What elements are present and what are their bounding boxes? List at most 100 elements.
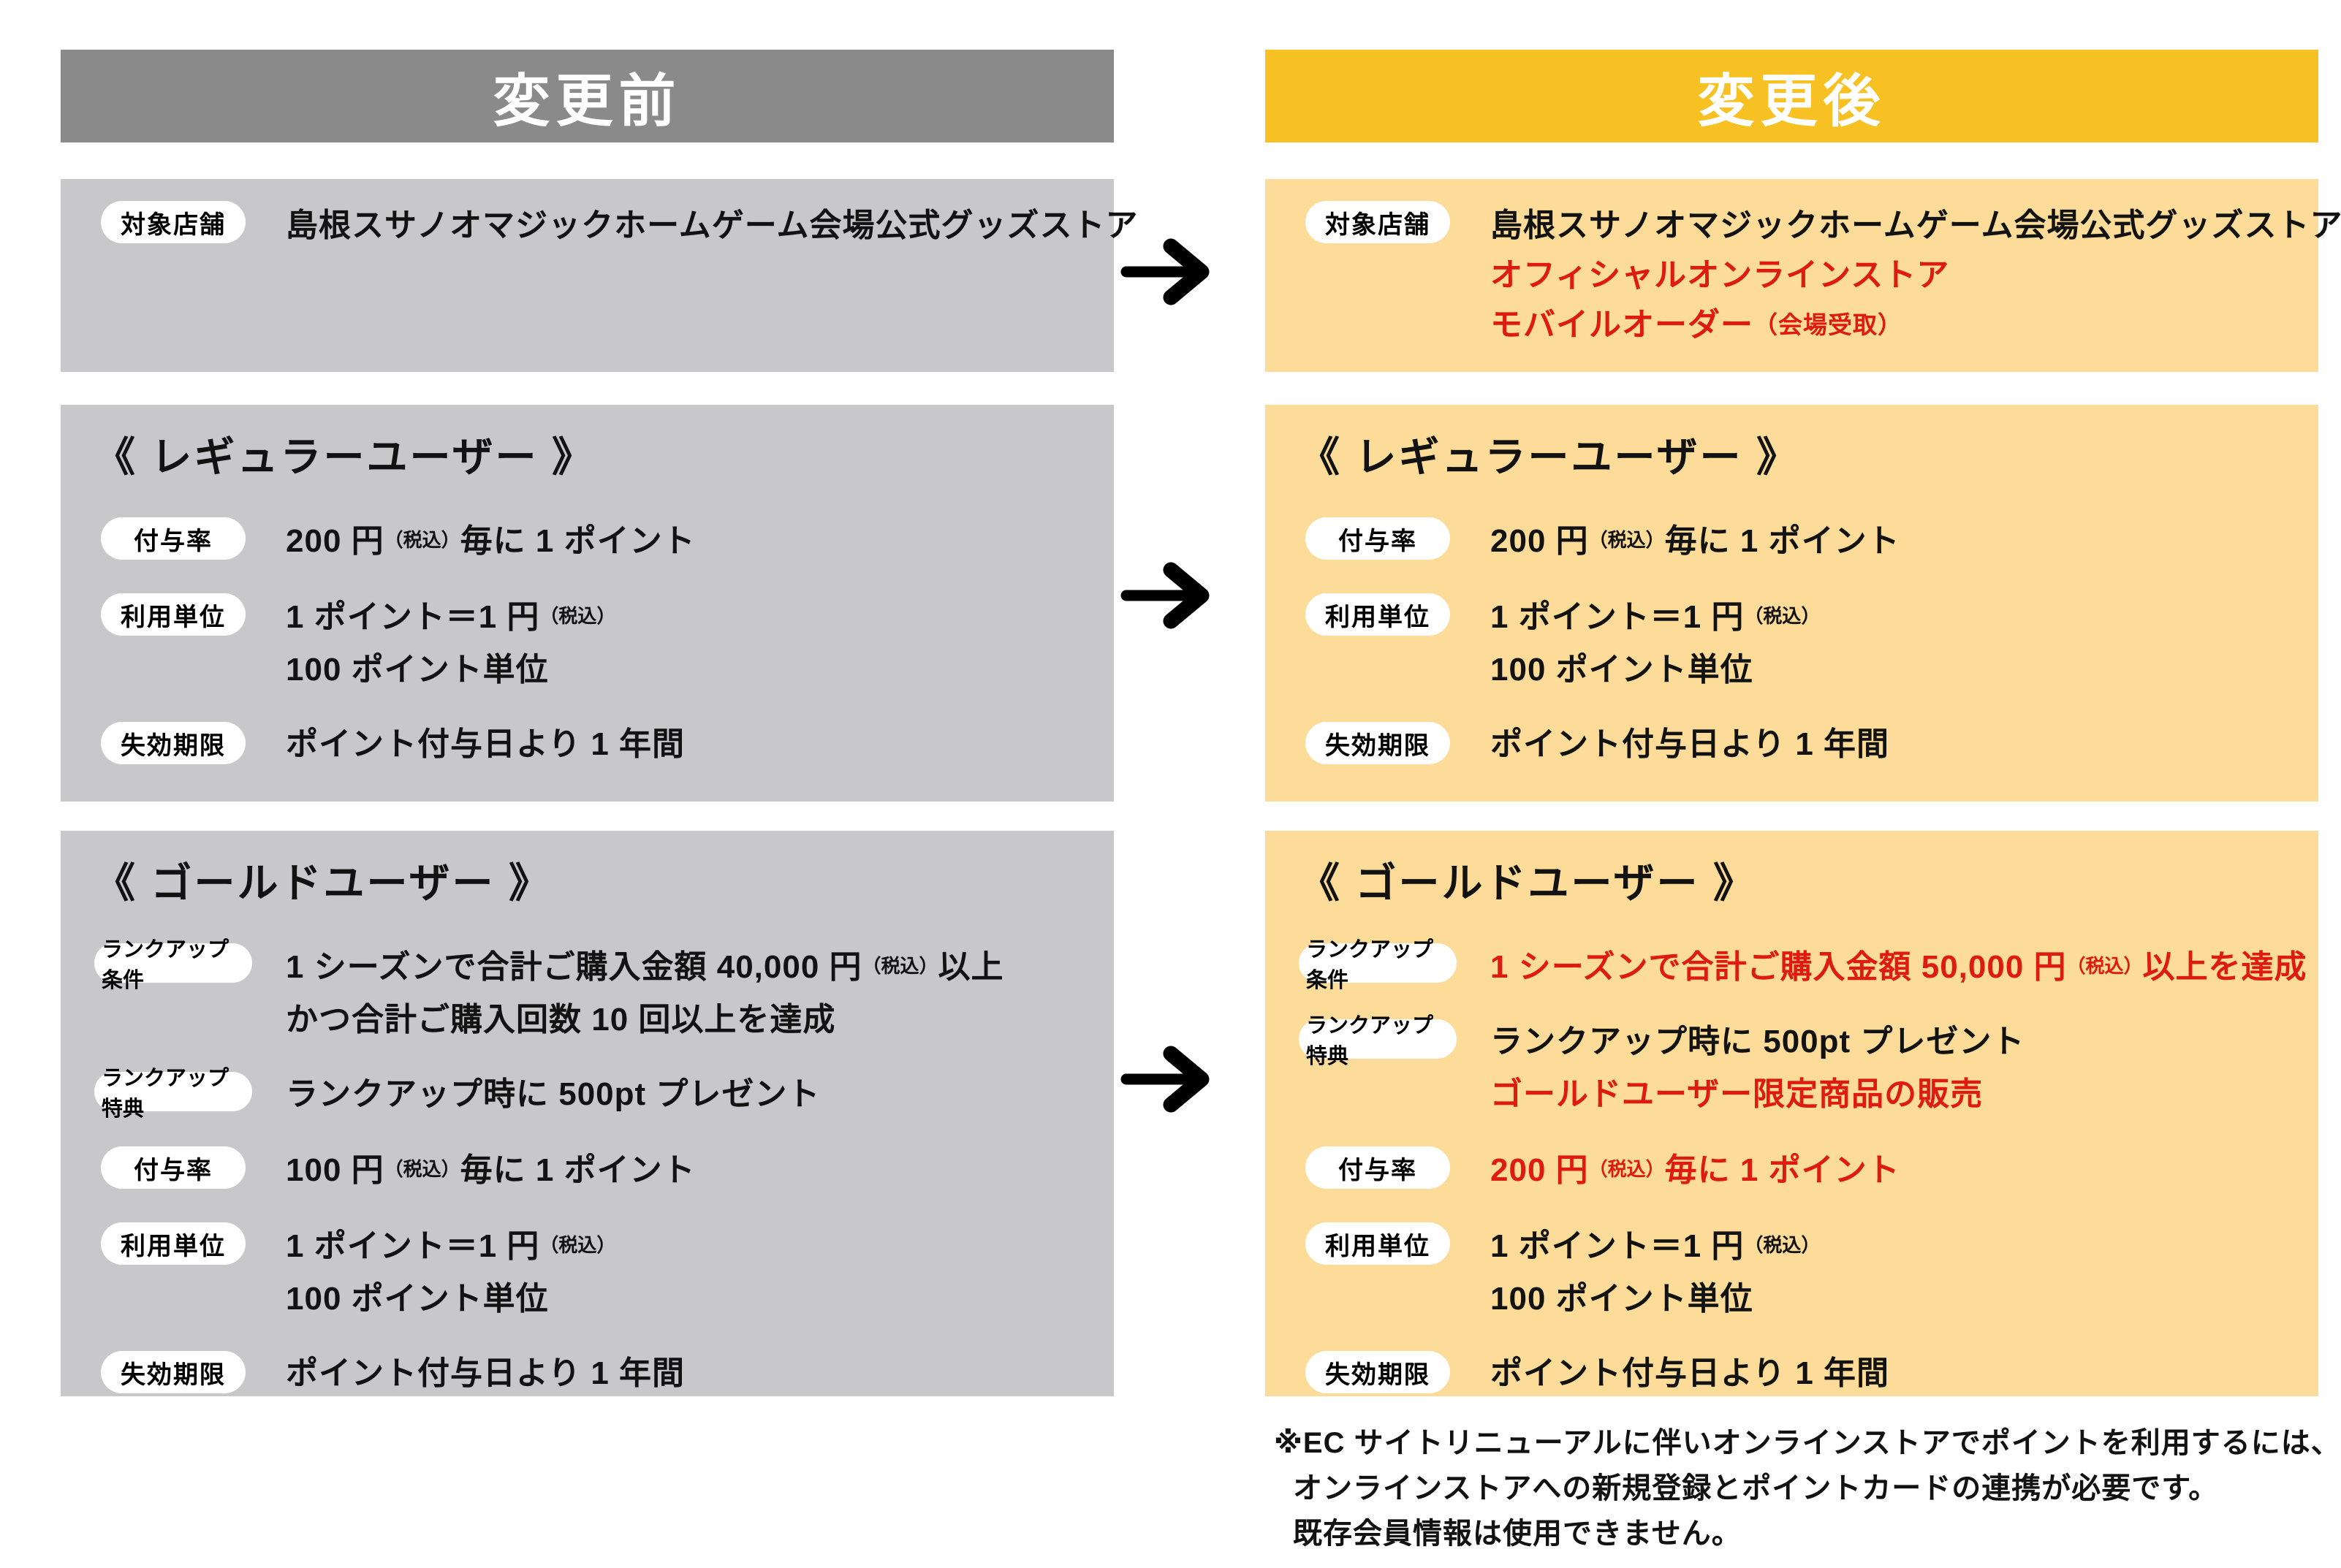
- text-segment: （税込）: [862, 955, 938, 977]
- text-line: 1 ポイント＝1 円（税込）: [286, 1222, 1080, 1269]
- right-arrow-icon: [1120, 1044, 1216, 1114]
- text-segment: 100 円: [286, 1152, 384, 1188]
- text-segment: ポイント付与日より 1 年間: [286, 1355, 686, 1391]
- row-lines: 1 ポイント＝1 円（税込） 100 ポイント単位: [286, 593, 1080, 693]
- label-badge: 利用単位: [101, 1222, 246, 1265]
- text-segment: （税込）: [539, 1234, 616, 1256]
- text-line: 200 円（税込）毎に 1 ポイント: [1490, 1146, 2285, 1193]
- text-segment: 1 ポイント＝1 円: [1490, 599, 1745, 635]
- text-segment: 200 円: [1490, 523, 1589, 559]
- label-badge: 付与率: [1305, 517, 1450, 560]
- section-title: 《 ゴールドユーザー 》: [1299, 860, 1756, 906]
- label-badge: 利用単位: [1305, 1222, 1450, 1265]
- label-badge: 付与率: [101, 1146, 246, 1189]
- text-segment: 1 ポイント＝1 円: [286, 1228, 540, 1264]
- row-lines: 200 円（税込）毎に 1 ポイント: [1490, 517, 2285, 564]
- text-line: 1 シーズンで合計ご購入金額 40,000 円（税込）以上: [286, 943, 1080, 990]
- section-title: 《 レギュラーユーザー 》: [1299, 434, 1799, 480]
- text-segment: ランクアップ時に 500pt プレゼント: [1490, 1024, 2025, 1059]
- badge-row: 失効期限ポイント付与日より 1 年間: [1299, 1351, 2285, 1396]
- row-lines: ポイント付与日より 1 年間: [1490, 1351, 2285, 1396]
- text-line: 200 円（税込）毎に 1 ポイント: [286, 517, 1080, 564]
- text-line: 100 ポイント単位: [286, 1276, 1080, 1322]
- text-line: 1 シーズンで合計ご購入金額 50,000 円（税込）以上を達成: [1490, 943, 2307, 990]
- row-lines: ポイント付与日より 1 年間: [286, 722, 1080, 767]
- badge-row: 失効期限ポイント付与日より 1 年間: [94, 722, 1080, 767]
- badge-row: 失効期限 ポイント付与日より 1 年間: [1299, 722, 2285, 767]
- text-segment: 毎に 1 ポイント: [1664, 1152, 1900, 1188]
- text-line: オフィシャルオンラインストア: [1490, 251, 2285, 300]
- text-segment: ポイント付与日より 1 年間: [1490, 1355, 1890, 1391]
- row-lines: ポイント付与日より 1 年間: [1490, 722, 2285, 767]
- badge-row: ランクアップ条件 1 シーズンで合計ご購入金額 40,000 円（税込）以上かつ合…: [94, 938, 1080, 1043]
- text-line: 100 ポイント単位: [286, 647, 1080, 693]
- text-segment: 1 ポイント＝1 円: [1490, 1228, 1745, 1264]
- text-segment: （税込）: [1744, 605, 1821, 627]
- row-lines: 1 シーズンで合計ご購入金額 50,000 円（税込）以上を達成: [1490, 943, 2307, 990]
- text-segment: 島根スサノオマジックホームゲーム会場公式グッズストア: [1490, 208, 2341, 243]
- text-segment: 200 円: [286, 523, 384, 559]
- text-segment: （税込）: [539, 605, 616, 627]
- text-line: 島根スサノオマジックホームゲーム会場公式グッズストア: [1490, 201, 2341, 251]
- badge-row: 利用単位 1 ポイント＝1 円（税込） 100 ポイント単位: [94, 1222, 1080, 1322]
- text-line: 島根スサノオマジックホームゲーム会場公式グッズストア: [286, 201, 1137, 251]
- label-badge: ランクアップ特典: [94, 1067, 252, 1121]
- row-lines: 200 円（税込）毎に 1 ポイント: [286, 517, 1080, 564]
- text-segment: 100 ポイント単位: [1490, 1281, 1753, 1317]
- text-segment: （税込）: [1588, 529, 1665, 551]
- text-line: ゴールドユーザー限定商品の販売: [1490, 1072, 2285, 1117]
- text-segment: 100 ポイント単位: [286, 652, 549, 688]
- footnote-line: ※EC サイトリニューアルに伴いオンラインストアでポイントを利用するには、: [1274, 1427, 2341, 1459]
- text-line: 1 ポイント＝1 円（税込）: [286, 593, 1080, 640]
- row-lines: 100 円（税込）毎に 1 ポイント: [286, 1146, 1080, 1193]
- footnote: ※EC サイトリニューアルに伴いオンラインストアでポイントを利用するには、 オン…: [1274, 1420, 2341, 1556]
- text-line: 1 ポイント＝1 円（税込）: [1490, 1222, 2285, 1269]
- text-line: ポイント付与日より 1 年間: [1490, 722, 2285, 767]
- text-segment: モバイルオーダー: [1490, 307, 1753, 343]
- label-badge: 付与率: [1305, 1146, 1450, 1189]
- label-badge: 失効期限: [101, 1351, 246, 1393]
- text-line: 100 ポイント単位: [1490, 1276, 2285, 1322]
- text-line: ポイント付与日より 1 年間: [286, 1351, 1080, 1396]
- row-lines: ランクアップ時に 500pt プレゼントゴールドユーザー限定商品の販売: [1490, 1019, 2285, 1117]
- before-header-label: 変更前: [493, 68, 682, 133]
- text-segment: 以上を達成: [2142, 949, 2307, 985]
- text-segment: オフィシャルオンラインストア: [1490, 257, 1950, 293]
- text-segment: 100 ポイント単位: [286, 1281, 549, 1317]
- text-segment: 1 ポイント＝1 円: [286, 599, 540, 635]
- label-badge: ランクアップ特典: [1299, 1014, 1457, 1068]
- text-segment: （会場受取）: [1753, 311, 1902, 338]
- label-badge: 失効期限: [1305, 722, 1450, 764]
- badge-row: 対象店舗島根スサノオマジックホームゲーム会場公式グッズストア: [94, 201, 1137, 251]
- label-badge: ランクアップ条件: [94, 938, 252, 992]
- row-lines: 1 ポイント＝1 円（税込） 100 ポイント単位: [1490, 593, 2285, 693]
- row-lines: 島根スサノオマジックホームゲーム会場公式グッズストアオフィシャルオンラインストア…: [1490, 201, 2341, 350]
- badge-row: ランクアップ特典ランクアップ時に 500pt プレゼント: [94, 1067, 1080, 1121]
- text-segment: （税込）: [384, 1158, 460, 1180]
- text-segment: ポイント付与日より 1 年間: [1490, 726, 1890, 762]
- badge-row: ランクアップ特典ランクアップ時に 500pt プレゼントゴールドユーザー限定商品…: [1299, 1014, 2285, 1117]
- before-store-panel: 対象店舗島根スサノオマジックホームゲーム会場公式グッズストア: [61, 179, 1137, 372]
- text-line: ポイント付与日より 1 年間: [286, 722, 1080, 767]
- footnote-line: オンラインストアへの新規登録とポイントカードの連携が必要です。: [1293, 1472, 2219, 1504]
- text-segment: ランクアップ時に 500pt プレゼント: [286, 1076, 821, 1112]
- text-line: 100 ポイント単位: [1490, 647, 2285, 693]
- text-segment: 100 ポイント単位: [1490, 652, 1753, 688]
- before-column: 変更前 対象店舗島根スサノオマジックホームゲーム会場公式グッズストア 《 レギュ…: [61, 0, 1137, 1568]
- row-lines: ポイント付与日より 1 年間: [286, 1351, 1080, 1396]
- text-segment: かつ合計ご購入回数 10 回以上を達成: [286, 1002, 836, 1038]
- right-arrow-icon: [1120, 560, 1216, 631]
- section-title: 《 ゴールドユーザー 》: [94, 860, 552, 906]
- badge-row: 付与率 200 円（税込）毎に 1 ポイント: [1299, 1146, 2285, 1193]
- text-segment: 毎に 1 ポイント: [460, 523, 696, 559]
- text-segment: 以上: [938, 949, 1004, 985]
- text-segment: 毎に 1 ポイント: [1664, 523, 1900, 559]
- text-line: ランクアップ時に 500pt プレゼント: [1490, 1019, 2285, 1065]
- row-lines: ランクアップ時に 500pt プレゼント: [286, 1072, 1080, 1117]
